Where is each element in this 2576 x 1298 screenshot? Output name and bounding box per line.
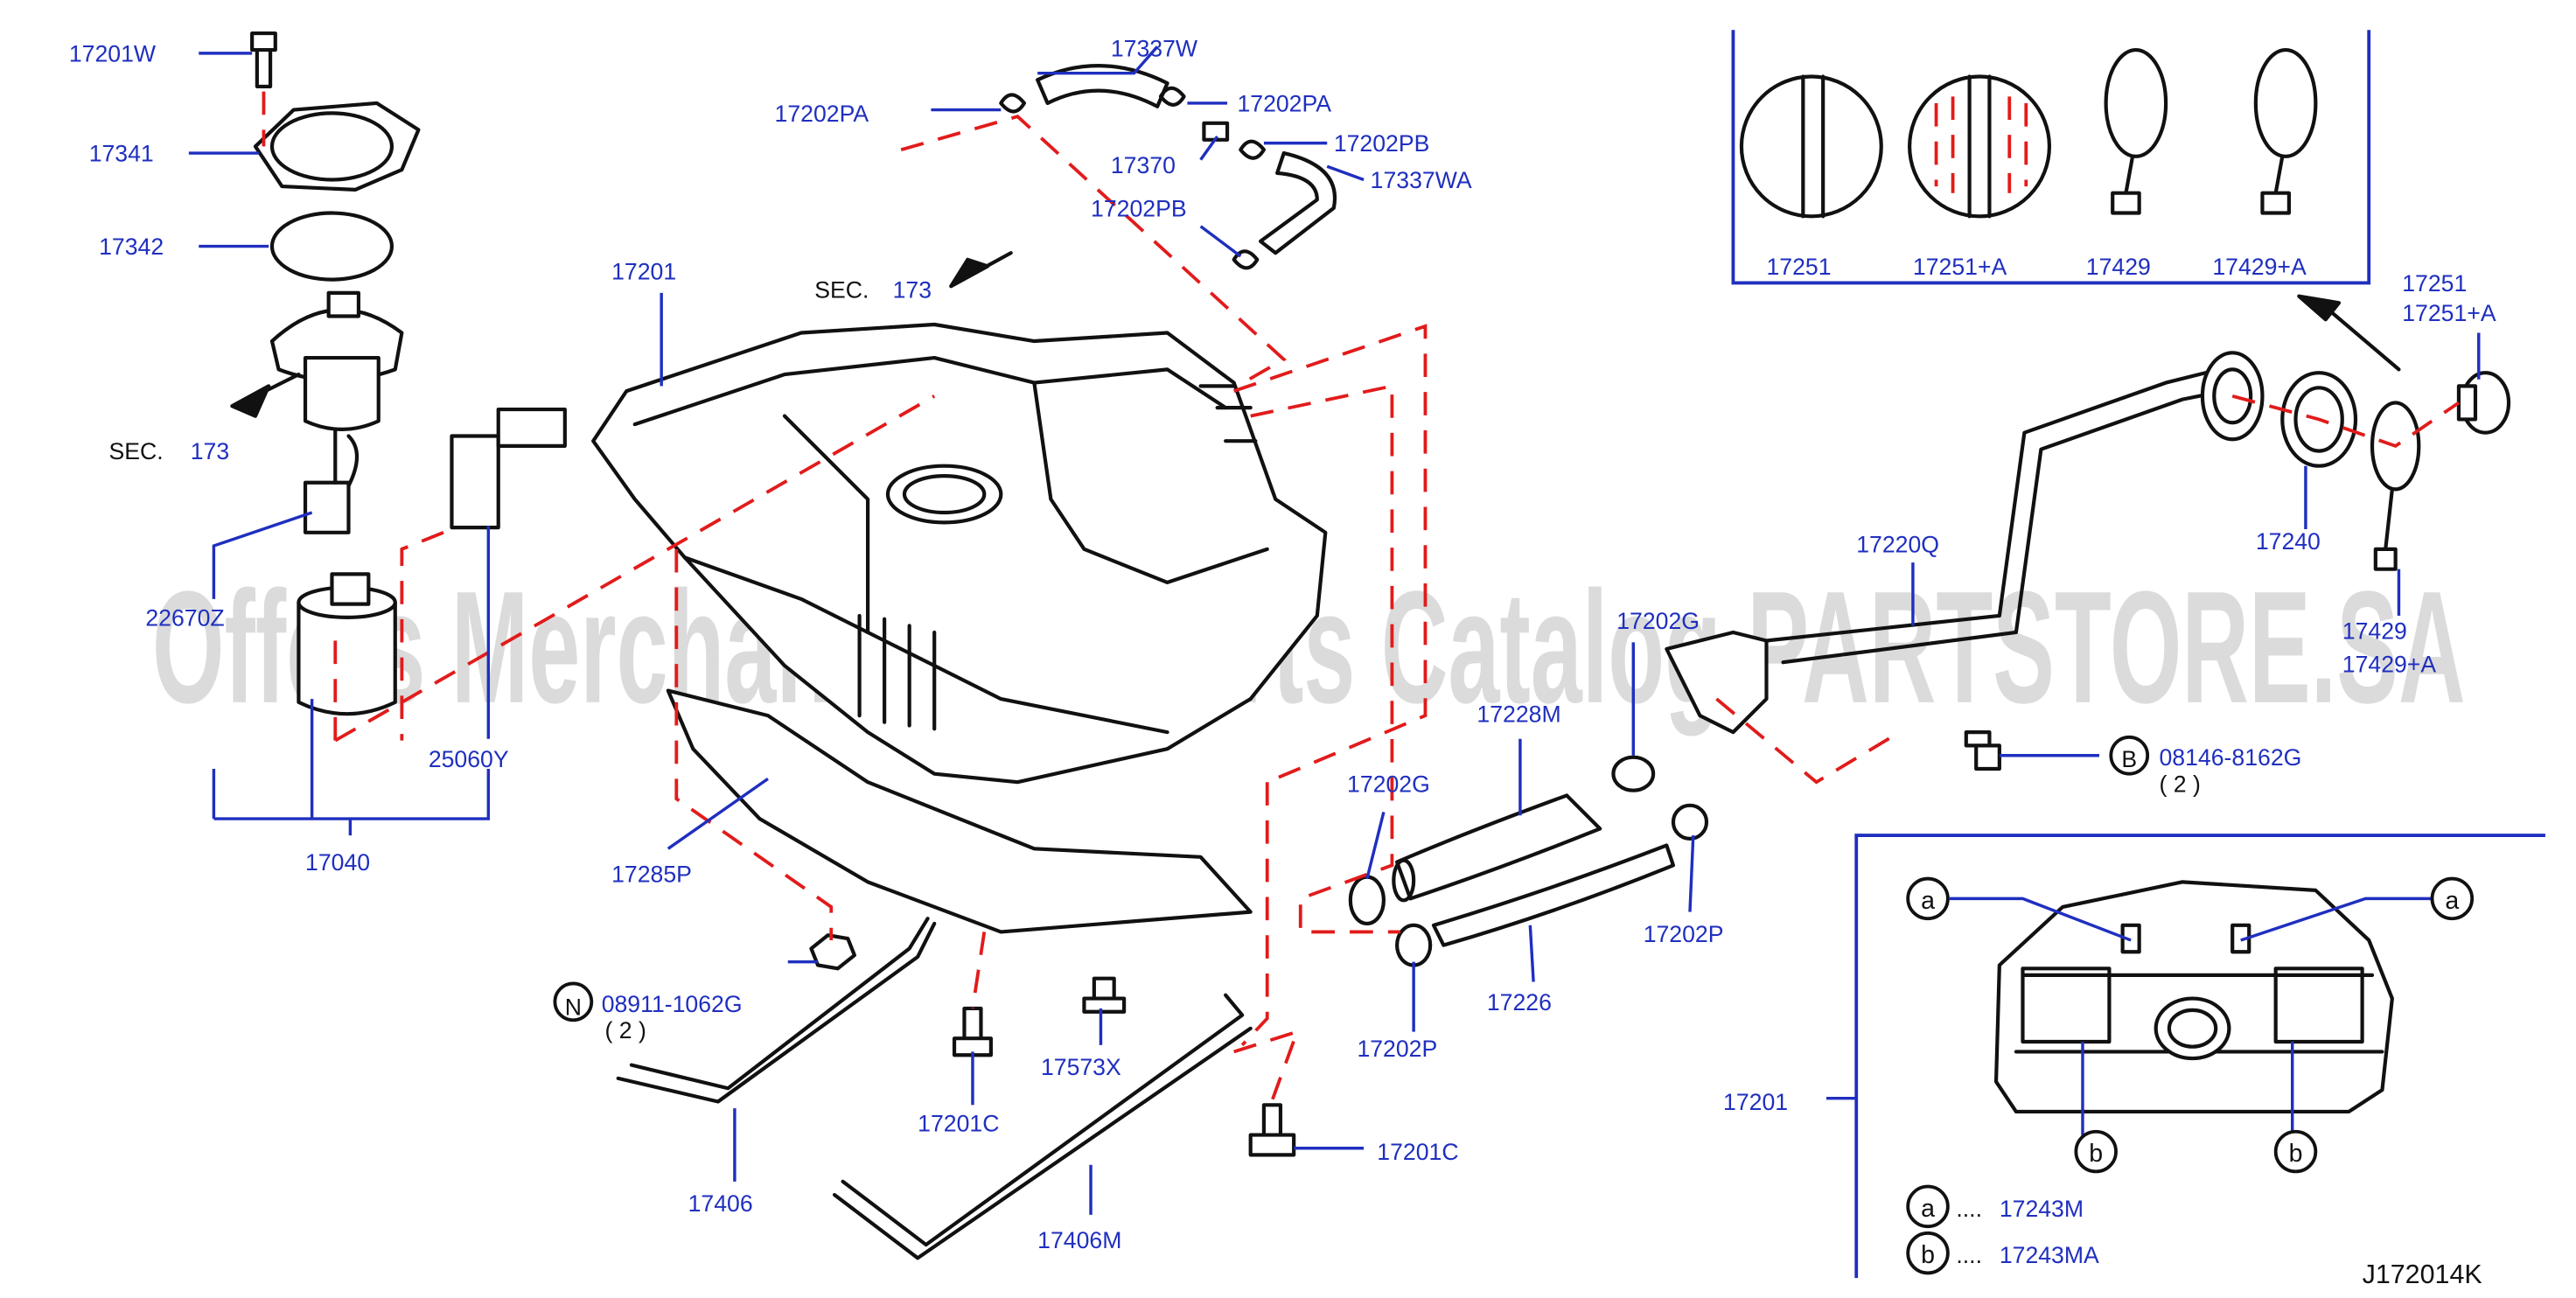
label-17251A-top: 17251+A: [2402, 300, 2496, 326]
legend-a-circle: [1906, 1184, 1950, 1229]
label-17573X: 17573X: [1041, 1054, 1121, 1080]
legend-b-part: 17243MA: [2000, 1242, 2099, 1268]
marker-a-right-circle: [2430, 876, 2475, 921]
label-17202PA-right: 17202PA: [1237, 90, 1331, 116]
marker-b-left-circle: [2074, 1129, 2118, 1174]
legend-b-marker: b: [1921, 1241, 1935, 1269]
label-17337WA: 17337WA: [1371, 167, 1472, 193]
bolt-B: [1964, 730, 2001, 771]
clip-17573X: [1082, 976, 1127, 1014]
arrow-sec-173-top: [949, 251, 1013, 289]
label-17202P-left: 17202P: [1357, 1036, 1437, 1062]
pump-flange: [269, 290, 404, 431]
label-17220Q: 17220Q: [1856, 532, 1939, 558]
cap-variants-box: [1731, 30, 2371, 285]
sender-25060Y: [450, 407, 567, 530]
legend-a-dots: ....: [1956, 1196, 1982, 1222]
lock-ring-17341: [253, 101, 421, 192]
marker-b-right-circle: [2273, 1129, 2318, 1174]
tether-17429: [2370, 401, 2421, 571]
fuel-filter-22670Z: [303, 427, 359, 534]
arrow-sec-173-left: [230, 372, 301, 418]
label-17370: 17370: [1111, 152, 1176, 178]
marker-N-circle: [553, 981, 594, 1022]
label-17342: 17342: [99, 234, 164, 260]
tank-bottom-inset: [1854, 834, 2545, 1279]
label-17240: 17240: [2256, 528, 2321, 555]
label-08911-qty: ( 2 ): [604, 1017, 646, 1043]
label-17429A-box: 17429+A: [2212, 254, 2307, 280]
label-17202PA-left: 17202PA: [775, 101, 869, 127]
label-17429-box: 17429: [2086, 254, 2151, 280]
legend-a-part: 17243M: [2000, 1196, 2084, 1222]
label-17406M: 17406M: [1037, 1227, 1121, 1253]
protector-17285P: [666, 688, 1253, 934]
dashed-guides: [262, 91, 2461, 1106]
marker-b-left: b: [2089, 1140, 2103, 1168]
vent-hoses: [999, 64, 1337, 270]
label-17228M: 17228M: [1476, 701, 1560, 728]
legend-a-marker: a: [1921, 1195, 1935, 1223]
label-17251A-box: 17251+A: [1913, 254, 2007, 280]
legend-b-dots: ....: [1956, 1242, 1982, 1268]
sec-ref-left-num: 173: [191, 438, 229, 464]
bolt-17201C-a: [952, 1006, 993, 1057]
strap-17406: [616, 917, 937, 1104]
label-17201-inset: 17201: [1723, 1089, 1788, 1115]
label-17201W: 17201W: [69, 40, 157, 66]
label-17201: 17201: [611, 259, 676, 285]
label-17202G-right: 17202G: [1616, 608, 1700, 634]
label-17226: 17226: [1487, 989, 1552, 1015]
label-08146-qty: ( 2 ): [2159, 771, 2200, 798]
label-17429-main: 17429: [2342, 618, 2407, 645]
diagram-code: J172014K: [2363, 1260, 2482, 1289]
o-ring-17342: [269, 211, 394, 282]
label-17341: 17341: [89, 141, 154, 167]
label-17251-top: 17251: [2402, 270, 2467, 297]
label-22670Z: 22670Z: [145, 604, 224, 631]
pump-body-17040: [297, 572, 397, 716]
label-17202G-left: 17202G: [1347, 771, 1430, 798]
label-17202PB-left: 17202PB: [1091, 195, 1187, 221]
marker-B: B: [2121, 746, 2137, 772]
bolt-17201C-b: [1248, 1103, 1296, 1157]
label-17202PB-right: 17202PB: [1334, 130, 1430, 157]
marker-a-left-circle: [1906, 876, 1950, 921]
label-17201C-right: 17201C: [1377, 1139, 1458, 1165]
label-08146-8162G: 08146-8162G: [2159, 744, 2301, 771]
marker-B-circle: [2109, 735, 2150, 776]
label-17201C-left: 17201C: [918, 1111, 999, 1137]
nut-N: [809, 933, 856, 971]
marker-a-left: a: [1921, 887, 1935, 915]
label-17406: 17406: [688, 1190, 753, 1217]
bolt-17201W: [250, 31, 277, 89]
sec-ref-left-prefix: SEC.: [109, 438, 164, 464]
strap-17406M: [832, 993, 1253, 1260]
label-17251-box: 17251: [1766, 254, 1831, 280]
fuel-tank-17201: [591, 322, 1328, 785]
label-17429A-main: 17429+A: [2342, 652, 2437, 678]
hose-17226: [1431, 843, 1676, 947]
label-08911-1062G: 08911-1062G: [602, 991, 743, 1017]
legend-b-circle: [1906, 1231, 1950, 1275]
sec-ref-top-num: 173: [893, 277, 932, 304]
label-25060Y: 25060Y: [429, 746, 509, 772]
filler-tube-17220Q: [1665, 351, 2265, 735]
leader-lines: [188, 45, 2481, 1215]
marker-N: N: [565, 994, 582, 1021]
label-17285P: 17285P: [611, 861, 692, 887]
arrow-cap-box: [2297, 294, 2401, 372]
marker-b-right: b: [2289, 1140, 2303, 1168]
sec-ref-top-prefix: SEC.: [814, 277, 869, 304]
label-17040: 17040: [305, 849, 370, 876]
hose-17228M: [1392, 793, 1602, 903]
marker-a-right: a: [2445, 887, 2459, 915]
label-17337W: 17337W: [1111, 36, 1198, 62]
label-17202P-right: 17202P: [1644, 921, 1724, 947]
fuel-cap-17251: [2456, 371, 2511, 435]
